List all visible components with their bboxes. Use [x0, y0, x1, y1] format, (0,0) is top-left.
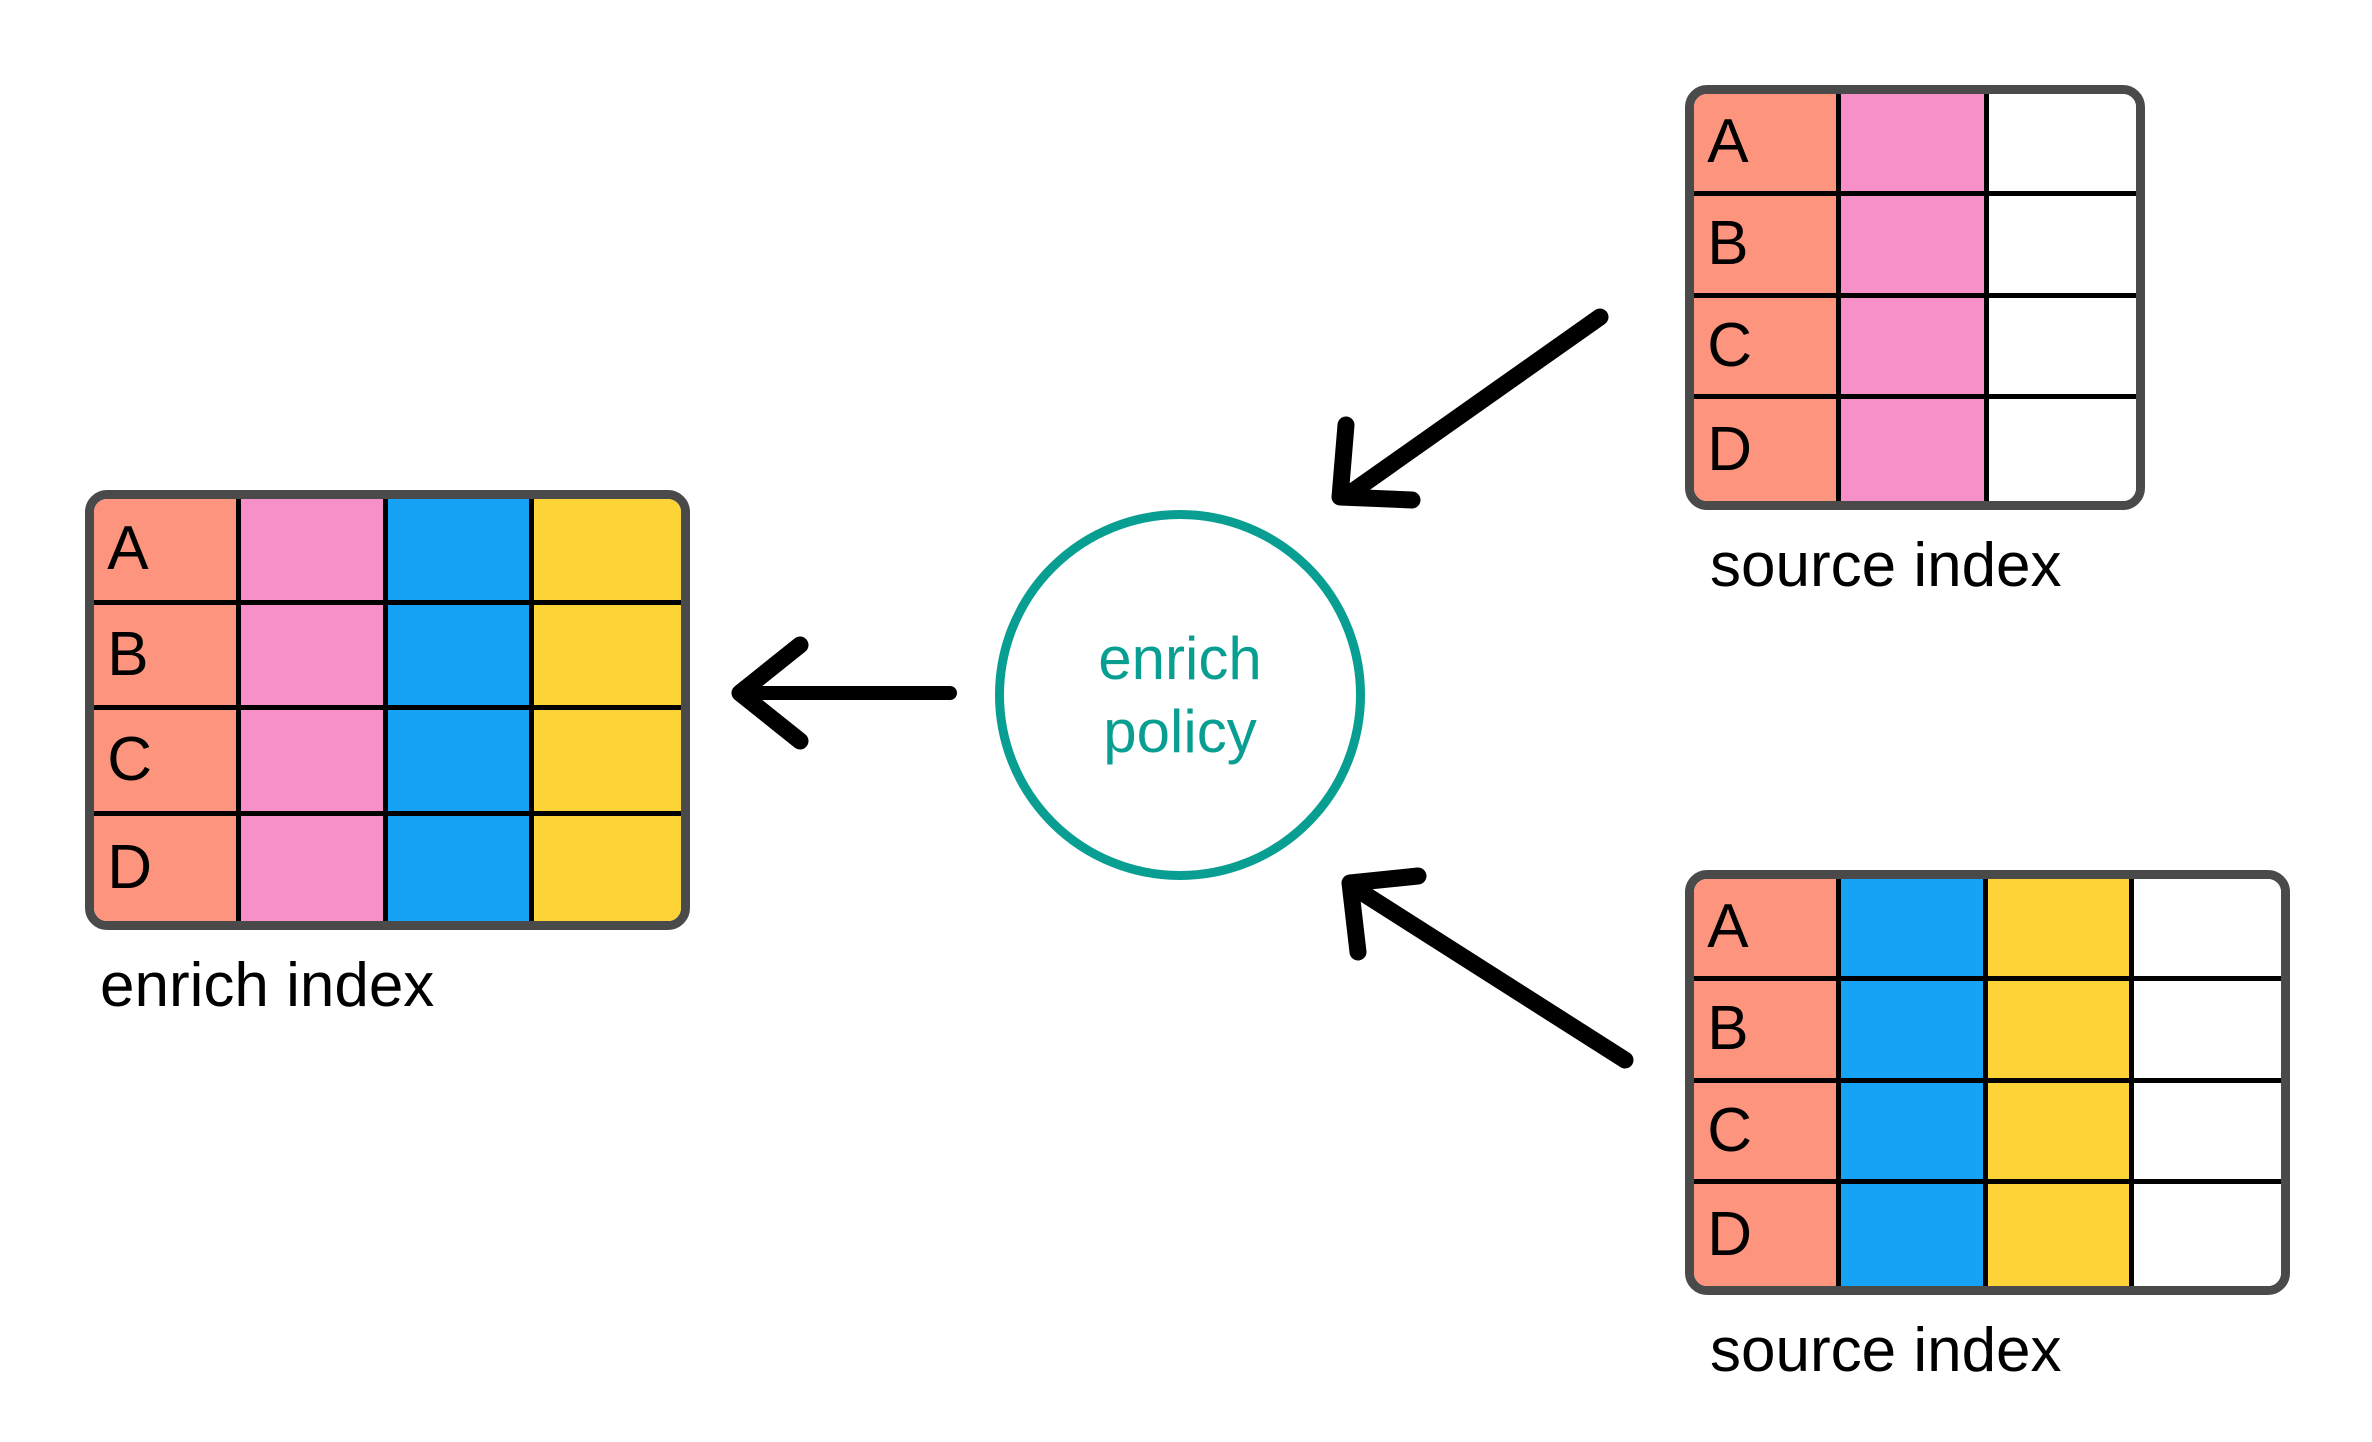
enrich-index-cell-pink [240, 604, 388, 710]
source-index-bottom-cell-yellow [1987, 1082, 2135, 1185]
arrow-source-bottom-to-policy [1341, 867, 1634, 1069]
source-index-top-cell-key: A [1694, 94, 1842, 196]
source-index-bottom-cell-key: C [1694, 1082, 1841, 1185]
enrich-index-cell-key: D [94, 815, 241, 921]
source-index-top-cell-pink [1841, 399, 1989, 501]
enrich-index-cell-key: C [94, 710, 241, 816]
enrich-policy-label-line2: policy [1103, 698, 1257, 765]
enrich-index-cell-blue [387, 499, 535, 605]
source-index-bottom-table: A B C D [1685, 870, 2290, 1295]
source-index-bottom-cell-blue [1840, 1082, 1988, 1185]
source-index-bottom-label: source index [1710, 1316, 2062, 1385]
source-index-top-cell-key: B [1694, 195, 1842, 298]
source-index-bottom-cell-yellow [1987, 980, 2135, 1083]
source-index-top-cell-empty [1988, 297, 2136, 400]
source-index-top-cell-key: C [1694, 297, 1842, 400]
source-index-bottom-cell-blue [1840, 980, 1988, 1083]
enrich-index-cell-yellow [534, 710, 681, 816]
enrich-index-cell-yellow [534, 499, 681, 605]
source-index-top-cell-empty [1988, 195, 2136, 298]
enrich-index-label: enrich index [100, 951, 435, 1020]
source-index-bottom-cell-yellow [1987, 1184, 2135, 1286]
enrich-index-cell-pink [240, 815, 388, 921]
enrich-index-cell-pink [240, 499, 388, 605]
source-index-bottom-cell-blue [1840, 879, 1988, 981]
source-index-top-table: A B C D [1685, 85, 2145, 510]
source-index-top-cell-pink [1841, 195, 1989, 298]
source-index-bottom-cell-empty [2134, 980, 2281, 1083]
source-index-bottom-cell-empty [2134, 1082, 2281, 1185]
enrich-index-cell-pink [240, 710, 388, 816]
source-index-top-cell-pink [1841, 297, 1989, 400]
source-index-bottom-cell-yellow [1987, 879, 2135, 981]
enrich-index-cell-blue [387, 604, 535, 710]
source-index-top-cell-key: D [1694, 399, 1842, 501]
enrich-policy-node[interactable]: enrich policy [995, 510, 1365, 880]
enrich-index-block: A B C D enrich index [85, 490, 690, 1021]
enrich-index-table: A B C D [85, 490, 690, 930]
source-index-bottom-cell-blue [1840, 1184, 1988, 1286]
arrow-policy-to-enrich-index [731, 636, 957, 750]
source-index-bottom-cell-empty [2134, 879, 2281, 981]
source-index-bottom-cell-key: B [1694, 980, 1841, 1083]
enrich-index-cell-blue [387, 710, 535, 816]
enrich-index-cell-blue [387, 815, 535, 921]
source-index-bottom-cell-key: D [1694, 1184, 1841, 1286]
source-index-bottom-cell-key: A [1694, 879, 1841, 981]
source-index-top-cell-pink [1841, 94, 1989, 196]
enrich-policy-label-line1: enrich [1098, 624, 1262, 692]
source-index-bottom-cell-empty [2134, 1184, 2281, 1286]
enrich-index-cell-yellow [534, 604, 681, 710]
source-index-bottom-block: A B C D source index [1685, 870, 2290, 1386]
enrich-index-cell-yellow [534, 815, 681, 921]
source-index-top-label: source index [1710, 531, 2062, 600]
source-index-top-cell-empty [1988, 399, 2136, 501]
enrich-index-cell-key: B [94, 604, 241, 710]
source-index-top-block: A B C D source index [1685, 85, 2145, 601]
arrow-source-top-to-policy [1331, 308, 1609, 509]
enrich-index-cell-key: A [94, 499, 241, 605]
source-index-top-cell-empty [1988, 94, 2136, 196]
